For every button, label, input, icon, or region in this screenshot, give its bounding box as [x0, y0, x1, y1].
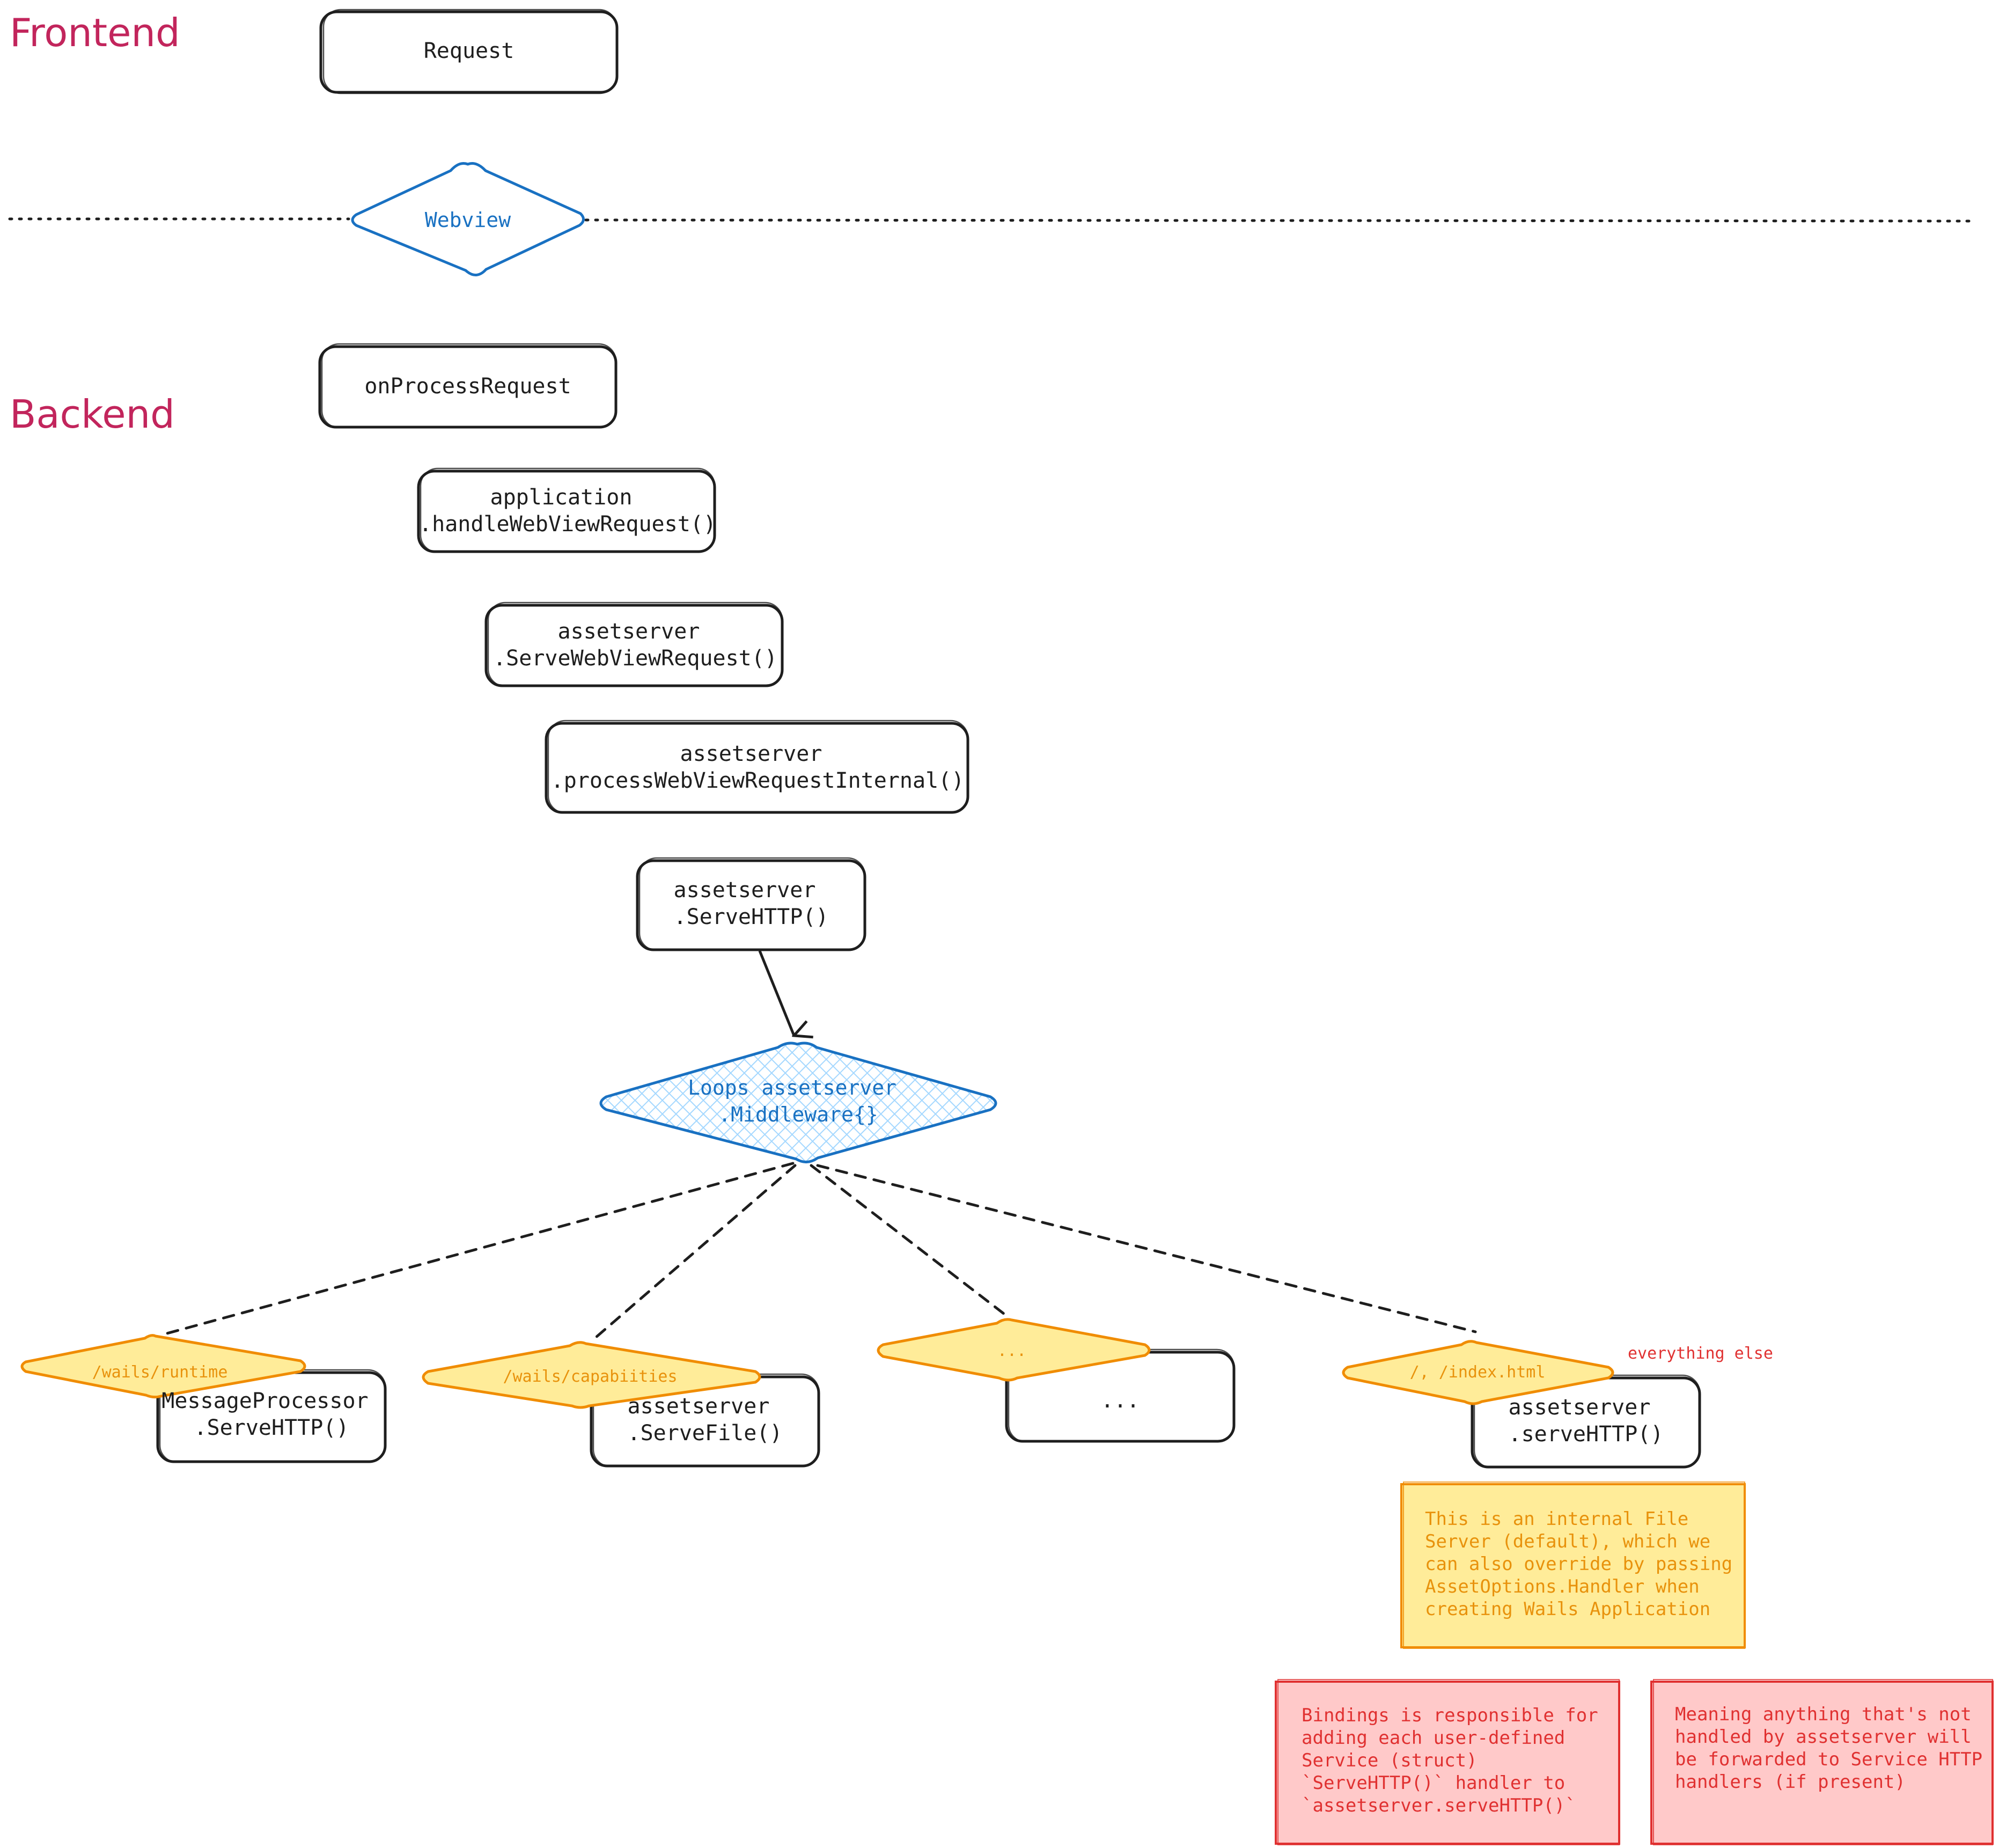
- handle-webview-request-line-1: application: [490, 485, 633, 510]
- runtime-handler-line-1: MessageProcessor: [161, 1389, 368, 1413]
- bindings-note-line-1: Bindings is responsible for: [1302, 1705, 1598, 1726]
- serve-webview-request-line-1: assetserver: [558, 619, 700, 644]
- svg-text:Meaning anything that's not: Meaning anything that's not handled by a…: [1675, 1704, 1994, 1793]
- backend-section-label: Backend: [10, 392, 175, 437]
- svg-text:assetserver .processWebV: assetserver .processWebViewRequestIntern…: [551, 742, 965, 793]
- process-internal-line-1: assetserver: [680, 742, 822, 766]
- file-server-note: This is an internal File Server (default…: [1400, 1482, 1746, 1649]
- file-server-note-line-1: This is an internal File: [1425, 1508, 1688, 1530]
- index-branch: /, /index.html assetserver .serveHTTP() …: [1342, 1340, 1773, 1469]
- svg-text:MessageProcessor .ServeH: MessageProcessor .ServeHTTP(): [161, 1389, 381, 1440]
- svg-text:...: ...: [997, 1341, 1026, 1360]
- svg-text:/, /index.html: /, /index.html: [1410, 1363, 1546, 1382]
- capabilities-branch: /wails/capabiities assetserver .ServeFil…: [422, 1341, 820, 1468]
- file-server-note-line-5: creating Wails Application: [1425, 1598, 1710, 1620]
- on-process-request-node: onProcessRequest: [318, 343, 618, 429]
- fallthrough-note-line-1: Meaning anything that's not: [1675, 1704, 1972, 1725]
- svg-text:application .handleWebVi: application .handleWebViewRequest(): [419, 485, 716, 537]
- frontend-backend-divider: [8, 217, 1971, 223]
- handle-webview-request-node: application .handleWebViewRequest(): [417, 467, 716, 553]
- fallthrough-note-line-2: handled by assetserver will: [1675, 1726, 1972, 1748]
- middleware-loop-diamond: Loops assetserver .Middleware{}: [599, 1042, 997, 1163]
- svg-text:assetserver .ServeFile(): assetserver .ServeFile(): [628, 1394, 783, 1446]
- runtime-branch: /wails/runtime MessageProcessor .ServeHT…: [20, 1334, 387, 1463]
- svg-text:assetserver .serveHTTP(): assetserver .serveHTTP(): [1509, 1395, 1664, 1447]
- serve-http-line-1: assetserver: [674, 878, 816, 903]
- svg-text:onProcessRequest: onProcessRequest: [364, 374, 571, 399]
- process-internal-line-2: .processWebViewRequestInternal(): [551, 768, 965, 793]
- webview-label: Webview: [425, 208, 511, 232]
- bindings-note-line-4: `ServeHTTP()` handler to: [1302, 1772, 1565, 1794]
- serve-webview-request-line-2: .ServeWebViewRequest(): [493, 646, 777, 671]
- runtime-route-label: /wails/runtime: [92, 1363, 228, 1382]
- serve-webview-request-node: assetserver .ServeWebViewRequest(): [484, 602, 784, 687]
- fallthrough-note-line-3: be forwarded to Service HTTP: [1675, 1749, 1982, 1770]
- index-handler-line-2: .serveHTTP(): [1509, 1422, 1664, 1447]
- svg-text:Loops assetserver .Middl: Loops assetserver .Middleware{}: [688, 1076, 909, 1126]
- bindings-note-line-5: `assetserver.serveHTTP()`: [1302, 1795, 1576, 1816]
- file-server-note-line-4: AssetOptions.Handler when: [1425, 1576, 1700, 1597]
- index-handler-line-1: assetserver: [1509, 1395, 1651, 1420]
- serve-http-to-middleware-arrow: [758, 950, 794, 1036]
- svg-text:Bindings is responsible for: Bindings is responsible for adding each …: [1302, 1705, 1609, 1816]
- bindings-note-line-3: Service (struct): [1302, 1750, 1478, 1771]
- file-server-note-line-3: can also override by passing: [1425, 1553, 1732, 1575]
- other-branch: ... ...: [877, 1318, 1236, 1443]
- middleware-loop-line-2: .Middleware{}: [718, 1103, 878, 1126]
- frontend-section-label: Frontend: [10, 10, 180, 55]
- capabilities-handler-line-1: assetserver: [628, 1394, 770, 1419]
- other-handler-label: ...: [1101, 1388, 1140, 1413]
- bindings-note: Bindings is responsible for adding each …: [1275, 1679, 1620, 1845]
- on-process-request-label: onProcessRequest: [364, 374, 571, 399]
- file-server-note-line-2: Server (default), which we: [1425, 1531, 1710, 1552]
- svg-text:Webview: Webview: [425, 208, 511, 232]
- handle-webview-request-line-2: .handleWebViewRequest(): [419, 512, 716, 537]
- svg-text:Request: Request: [424, 39, 515, 63]
- capabilities-handler-line-2: .ServeFile(): [628, 1421, 783, 1446]
- middleware-branch-connectors: [159, 1162, 1477, 1342]
- webview-diamond: Webview: [351, 162, 585, 276]
- serve-http-line-2: .ServeHTTP(): [674, 905, 829, 929]
- svg-text:...: ...: [1101, 1388, 1140, 1413]
- other-route-label: ...: [997, 1341, 1026, 1360]
- svg-text:assetserver .ServeWebVie: assetserver .ServeWebViewRequest(): [493, 619, 777, 671]
- middleware-loop-line-1: Loops assetserver: [688, 1076, 896, 1099]
- runtime-handler-line-2: .ServeHTTP(): [194, 1416, 349, 1440]
- process-internal-node: assetserver .processWebViewRequestIntern…: [545, 720, 969, 814]
- svg-text:assetserver .ServeHTTP(): assetserver .ServeHTTP(): [674, 878, 829, 929]
- request-node-label: Request: [424, 39, 515, 63]
- serve-http-node: assetserver .ServeHTTP(): [636, 857, 866, 951]
- svg-text:everything else: everything else: [1628, 1344, 1773, 1363]
- bindings-note-line-2: adding each user-defined: [1302, 1727, 1565, 1749]
- request-node: Request: [319, 9, 619, 94]
- capabilities-route-label: /wails/capabiities: [503, 1367, 677, 1386]
- fallthrough-note-line-4: handlers (if present): [1675, 1771, 1906, 1793]
- svg-text:/wails/runtime: /wails/runtime: [92, 1363, 228, 1382]
- everything-else-label: everything else: [1628, 1344, 1773, 1363]
- svg-text:/wails/capabiities: /wails/capabiities: [503, 1367, 677, 1386]
- svg-text:This is an internal File: This is an internal File Server (default…: [1425, 1508, 1744, 1620]
- fallthrough-note: Meaning anything that's not handled by a…: [1650, 1679, 1994, 1845]
- index-route-label: /, /index.html: [1410, 1363, 1546, 1382]
